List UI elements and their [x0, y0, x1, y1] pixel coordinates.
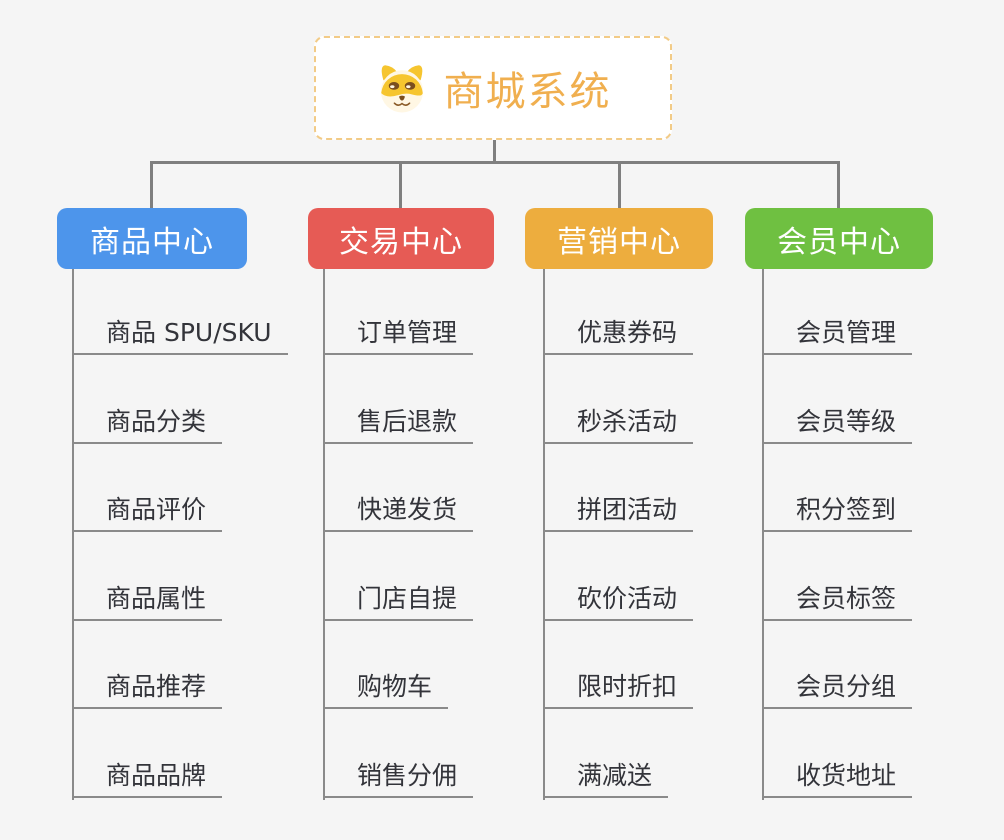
root-node-mall-system[interactable]: 商城系统	[314, 36, 672, 140]
connector-drop-trade	[399, 161, 402, 208]
topic-item[interactable]: 商品 SPU/SKU	[72, 315, 288, 355]
topic-item[interactable]: 会员等级	[762, 404, 913, 444]
topic-item[interactable]: 积分签到	[762, 492, 913, 532]
topic-item[interactable]: 购物车	[323, 669, 449, 709]
topic-item[interactable]: 优惠券码	[543, 315, 694, 355]
topic-item[interactable]: 销售分佣	[323, 758, 474, 798]
root-node-title: 商城系统	[443, 69, 612, 115]
connector-drop-marketing	[618, 161, 621, 208]
topic-item[interactable]: 商品推荐	[72, 669, 223, 709]
branch-children-member: 会员管理 会员等级 积分签到 会员标签 会员分组 收货地址	[762, 269, 992, 800]
connector-root-stem	[493, 140, 496, 163]
branch-children-trade: 订单管理 售后退款 快递发货 门店自提 购物车 销售分佣	[323, 269, 553, 800]
branch-node-product-center[interactable]: 商品中心	[57, 208, 247, 269]
connector-drop-product	[150, 161, 153, 208]
branch-children-marketing: 优惠券码 秒杀活动 拼团活动 砍价活动 限时折扣 满减送	[543, 269, 773, 800]
topic-item[interactable]: 砍价活动	[543, 581, 694, 621]
topic-item[interactable]: 售后退款	[323, 404, 474, 444]
topic-item[interactable]: 订单管理	[323, 315, 474, 355]
connector-drop-member	[837, 161, 840, 208]
branch-node-marketing-center[interactable]: 营销中心	[525, 208, 713, 269]
branch-node-member-center[interactable]: 会员中心	[745, 208, 933, 269]
topic-item[interactable]: 门店自提	[323, 581, 474, 621]
topic-item[interactable]: 商品品牌	[72, 758, 223, 798]
topic-item[interactable]: 快递发货	[323, 492, 474, 532]
topic-item[interactable]: 会员分组	[762, 669, 913, 709]
doge-icon	[380, 65, 423, 113]
topic-item[interactable]: 收货地址	[762, 758, 913, 798]
topic-item[interactable]: 会员标签	[762, 581, 913, 621]
topic-item[interactable]: 商品评价	[72, 492, 223, 532]
topic-item[interactable]: 满减送	[543, 758, 669, 798]
branch-node-trade-center[interactable]: 交易中心	[308, 208, 494, 269]
topic-item[interactable]: 秒杀活动	[543, 404, 694, 444]
topic-item[interactable]: 限时折扣	[543, 669, 694, 709]
branch-children-product: 商品 SPU/SKU 商品分类 商品评价 商品属性 商品推荐 商品品牌	[72, 269, 302, 800]
connector-horizontal-bus	[150, 161, 840, 164]
topic-item[interactable]: 会员管理	[762, 315, 913, 355]
topic-item[interactable]: 商品分类	[72, 404, 223, 444]
topic-item[interactable]: 商品属性	[72, 581, 223, 621]
topic-item[interactable]: 拼团活动	[543, 492, 694, 532]
